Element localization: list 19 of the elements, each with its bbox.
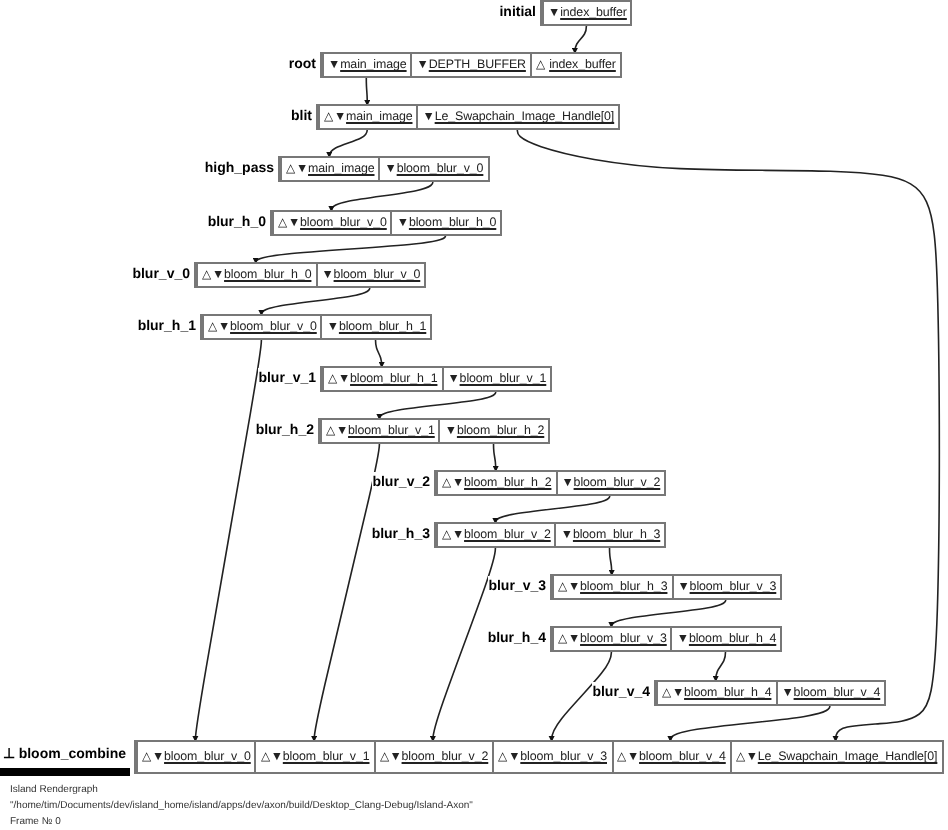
arrow [548, 649, 613, 743]
arrow [328, 179, 434, 213]
arrow [712, 649, 727, 683]
arrow [429, 545, 497, 743]
arrow [492, 493, 611, 525]
arrow [310, 441, 381, 743]
arrow [364, 75, 371, 107]
arrow [571, 23, 588, 55]
arrow [516, 127, 941, 743]
arrow [252, 233, 447, 265]
arrow [667, 703, 831, 743]
arrow [492, 441, 499, 473]
arrow [326, 127, 369, 159]
arrow [374, 337, 385, 369]
arrow [608, 597, 727, 629]
arrow [376, 389, 497, 421]
arrow [258, 285, 371, 317]
arrow [608, 545, 615, 577]
arrow [192, 337, 263, 743]
